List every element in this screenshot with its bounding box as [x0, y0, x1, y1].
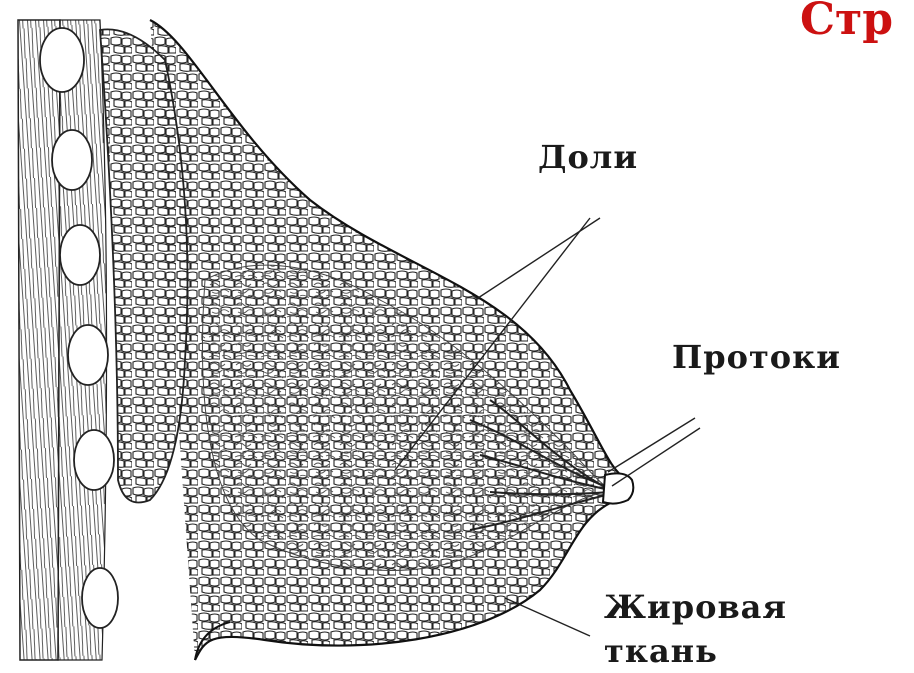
- leader-ducts-1: [608, 418, 695, 472]
- leader-fat: [505, 598, 590, 636]
- label-fat-tissue-line2: ткань: [604, 632, 718, 670]
- leader-lobes-2: [475, 218, 600, 300]
- slide-title: Стр: [800, 0, 893, 45]
- nipple: [603, 473, 633, 503]
- label-lobes: Доли: [538, 138, 638, 176]
- label-fat-tissue-line1: Жировая: [604, 588, 787, 626]
- leader-ducts-2: [612, 428, 700, 486]
- label-ducts: Протоки: [672, 338, 841, 376]
- breast-body: [150, 20, 633, 660]
